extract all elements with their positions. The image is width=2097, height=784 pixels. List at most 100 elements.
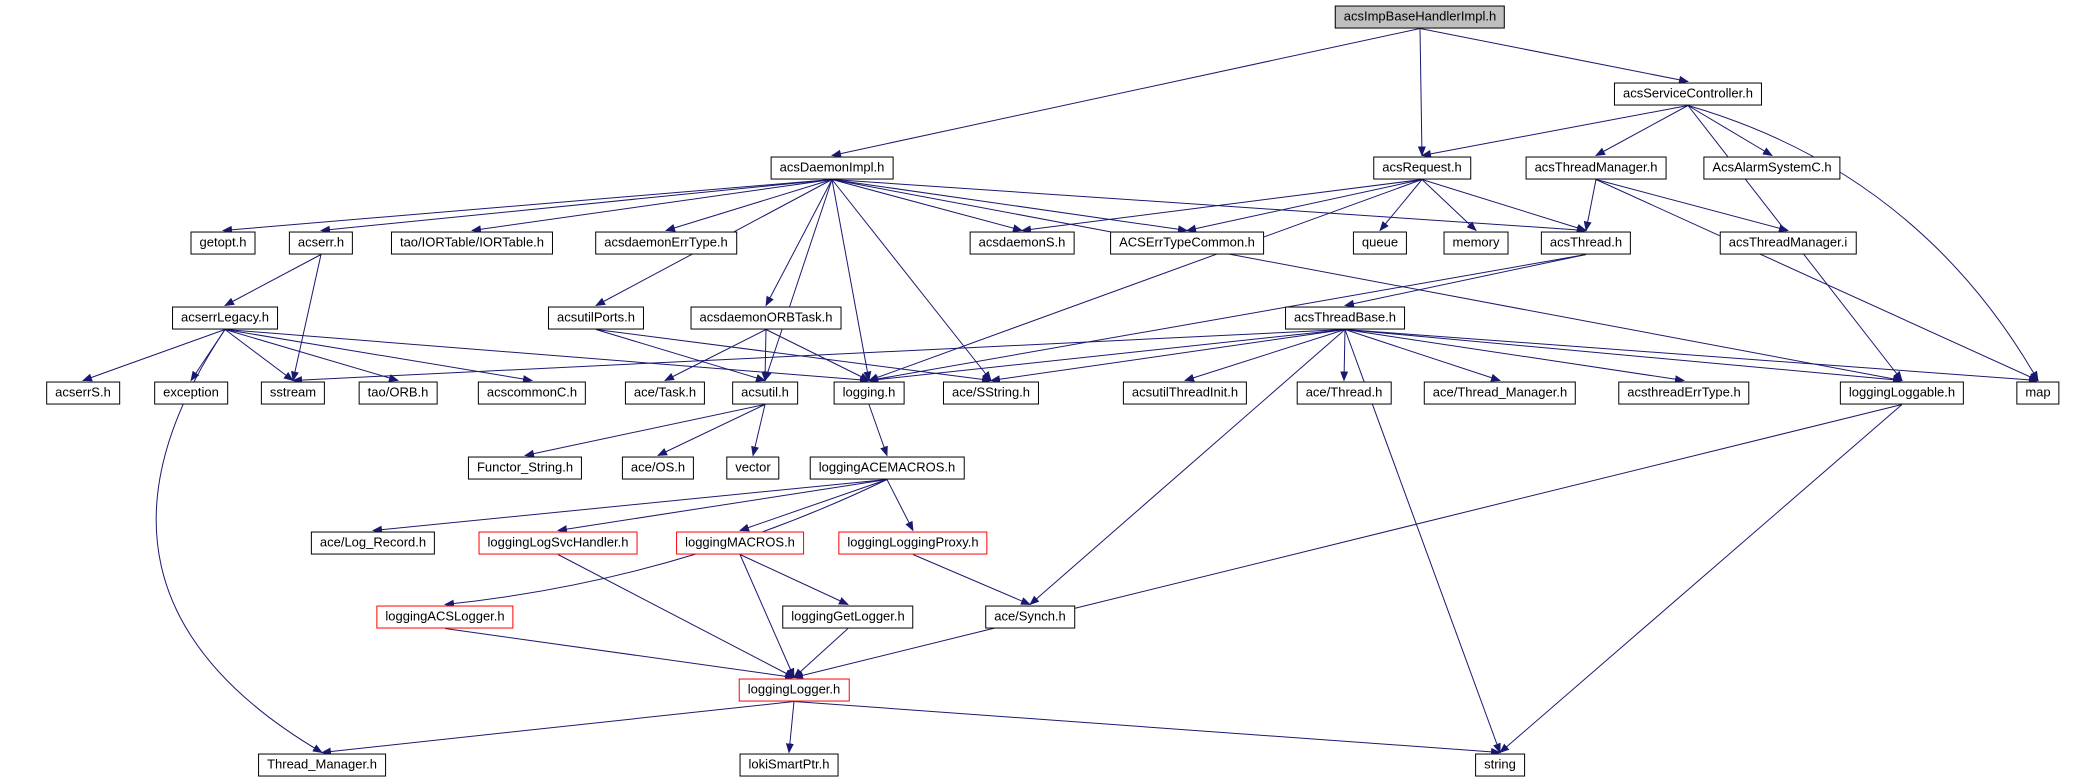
edge-daemonimpl-to-logging <box>831 179 872 382</box>
node-threadbase[interactable]: acsThreadBase.h <box>1285 306 1405 330</box>
node-acserrtypecommon[interactable]: ACSErrTypeCommon.h <box>1110 231 1264 255</box>
node-acsutil[interactable]: acsutil.h <box>732 381 798 405</box>
node-acethread[interactable]: ace/Thread.h <box>1296 381 1392 405</box>
node-logger[interactable]: loggingLogger.h <box>738 678 850 702</box>
node-vector[interactable]: vector <box>726 456 780 480</box>
edge-root-to-request <box>1417 28 1426 157</box>
node-functorstring[interactable]: Functor_String.h <box>467 456 583 480</box>
edge-daemonimpl-to-getopt <box>222 179 833 234</box>
node-memory[interactable]: memory <box>1443 231 1509 255</box>
edge-request-to-logging <box>868 179 1423 382</box>
node-logging[interactable]: logging.h <box>833 381 905 405</box>
node-acslogger[interactable]: loggingACSLogger.h <box>376 605 514 629</box>
node-exception[interactable]: exception <box>154 381 228 405</box>
edge-daemonimpl-to-loggable <box>831 179 1903 383</box>
edge-acsutil-to-aceos <box>657 404 766 456</box>
node-daemonimpl[interactable]: acsDaemonImpl.h <box>770 156 894 180</box>
edge-threadbase-to-map <box>1344 329 2039 384</box>
node-acesstring[interactable]: ace/SString.h <box>942 381 1040 405</box>
node-sstream[interactable]: sstream <box>260 381 326 405</box>
node-loggable[interactable]: loggingLoggable.h <box>1839 381 1965 405</box>
node-acsthread[interactable]: acsThread.h <box>1540 231 1632 255</box>
edge-threadbase-to-acethread <box>1340 329 1349 382</box>
edge-acemacros-to-acslogger <box>444 479 888 608</box>
node-alarmsystem[interactable]: AcsAlarmSystemC.h <box>1703 156 1841 180</box>
edge-daemonimpl-to-daemons <box>831 179 1023 233</box>
node-map[interactable]: map <box>2016 381 2060 405</box>
node-acetask[interactable]: ace/Task.h <box>624 381 706 405</box>
edge-orbtask-to-acetask <box>664 329 767 381</box>
node-lokismartptr[interactable]: lokiSmartPtr.h <box>739 753 839 777</box>
edge-logger-to-threadmanager2 <box>321 701 795 756</box>
edge-root-to-servicecontroller <box>1419 28 1689 84</box>
edge-logger-to-string <box>793 701 1501 756</box>
node-acserrlegacy[interactable]: acserrLegacy.h <box>172 306 278 330</box>
node-queue[interactable]: queue <box>1352 231 1408 255</box>
edge-orbtask-to-acsutil <box>761 329 770 382</box>
node-getopt[interactable]: getopt.h <box>190 231 256 255</box>
node-loggingproxy[interactable]: loggingLoggingProxy.h <box>838 531 988 555</box>
edge-acsutil-to-vector <box>751 404 766 457</box>
node-logsvchandler[interactable]: loggingLogSvcHandler.h <box>478 531 638 555</box>
edge-getlogger-to-logger <box>793 628 849 679</box>
node-getlogger[interactable]: loggingGetLogger.h <box>782 605 914 629</box>
node-servicecontroller[interactable]: acsServiceController.h <box>1613 82 1763 106</box>
edge-threadbase-to-logging <box>868 329 1346 384</box>
edge-servicecontroller-to-request <box>1421 105 1689 158</box>
node-logrecord[interactable]: ace/Log_Record.h <box>310 531 436 555</box>
edge-acserrlegacy-to-sstream <box>224 329 294 382</box>
edge-acserr-to-acserrlegacy <box>224 254 322 306</box>
edge-threadbase-to-acesstring <box>990 329 1346 384</box>
node-threadmanager[interactable]: acsThreadManager.h <box>1525 156 1667 180</box>
node-daemonerrtype[interactable]: acsdaemonErrType.h <box>595 231 737 255</box>
edge-daemonimpl-to-daemonerrtype <box>665 179 833 232</box>
node-threadinit[interactable]: acsutilThreadInit.h <box>1122 381 1248 405</box>
node-orbtask[interactable]: acsdaemonORBTask.h <box>690 306 842 330</box>
edge-orbtask-to-logging <box>765 329 870 381</box>
edge-threadmanager-to-map <box>1595 179 2039 381</box>
node-acethreadmanager[interactable]: ace/Thread_Manager.h <box>1423 381 1577 405</box>
edge-acserr-to-sstream <box>291 254 322 382</box>
edge-utilports-to-acesstring <box>595 329 992 384</box>
edge-acemacros-to-logrecord <box>372 479 888 534</box>
edge-daemonimpl-to-orbtask <box>765 179 833 307</box>
edge-acslogger-to-logger <box>444 628 795 681</box>
edge-threadbase-to-sstream <box>292 329 1346 385</box>
edge-utilports-to-acsutil <box>595 329 766 382</box>
node-string[interactable]: string <box>1475 753 1525 777</box>
edge-threadmanager-to-acsthread <box>1583 179 1597 232</box>
node-aceos[interactable]: ace/OS.h <box>621 456 695 480</box>
edge-logger-to-lokismartptr <box>785 701 795 754</box>
edge-daemonimpl-to-acserr <box>320 179 833 234</box>
node-iortable[interactable]: tao/IORTable/IORTable.h <box>390 231 554 255</box>
node-acscommonc[interactable]: acscommonC.h <box>477 381 587 405</box>
node-threaderrtype[interactable]: acsthreadErrType.h <box>1618 381 1750 405</box>
edge-acserrlegacy-to-acserrs <box>82 329 226 382</box>
edge-acsthread-to-logging <box>868 254 1587 383</box>
node-acserrs[interactable]: acserrS.h <box>46 381 120 405</box>
edge-loggable-to-logger <box>793 404 1903 680</box>
node-daemons[interactable]: acsdaemonS.h <box>969 231 1075 255</box>
edge-servicecontroller-to-map <box>1687 105 2039 382</box>
edge-loggingproxy-to-acesynch <box>912 554 1031 605</box>
node-acesynch[interactable]: ace/Synch.h <box>985 605 1075 629</box>
edge-daemonimpl-to-acserrtypecommon <box>831 179 1188 234</box>
edge-acserrlegacy-to-taoorb <box>224 329 399 382</box>
edge-acemacros-to-logmacros <box>739 479 888 532</box>
node-taoorb[interactable]: tao/ORB.h <box>358 381 438 405</box>
node-utilports[interactable]: acsutilPorts.h <box>547 306 645 330</box>
edge-request-to-memory <box>1421 179 1477 232</box>
edge-daemonimpl-to-acsthread <box>831 179 1587 234</box>
node-acemacros[interactable]: loggingACEMACROS.h <box>809 456 965 480</box>
edge-request-to-acsthread <box>1421 179 1587 232</box>
node-threadmanager2[interactable]: Thread_Manager.h <box>258 753 386 777</box>
node-threadmanageri[interactable]: acsThreadManager.i <box>1719 231 1857 255</box>
edge-loggable-to-string <box>1499 404 1903 754</box>
edge-threadbase-to-threaderrtype <box>1344 329 1685 384</box>
node-acserr[interactable]: acserr.h <box>288 231 354 255</box>
node-logmacros[interactable]: loggingMACROS.h <box>676 531 804 555</box>
edge-servicecontroller-to-threadmanager <box>1595 105 1689 156</box>
edge-request-to-acserrtypecommon <box>1186 179 1423 233</box>
node-request[interactable]: acsRequest.h <box>1373 156 1471 180</box>
